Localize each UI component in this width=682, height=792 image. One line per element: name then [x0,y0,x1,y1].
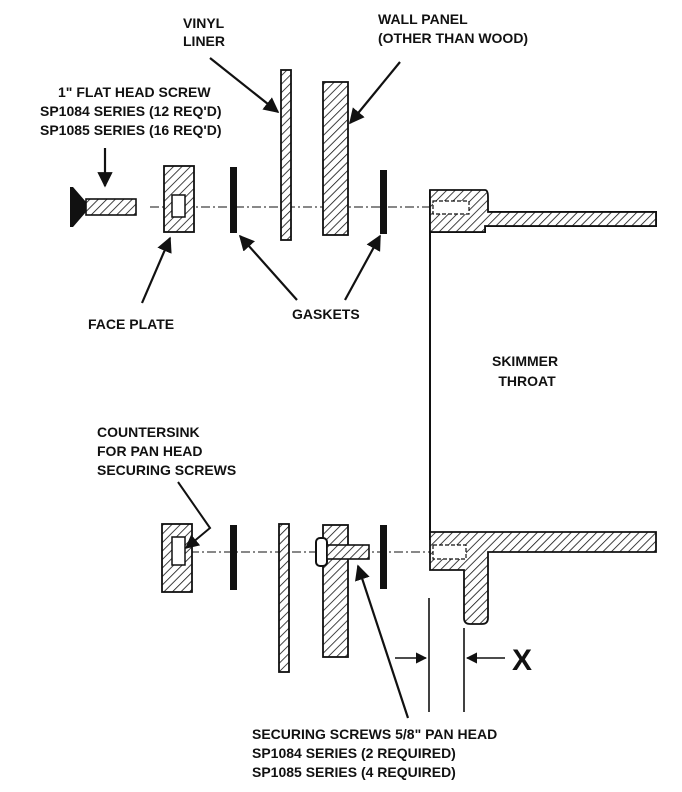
gasket-bottom-2 [380,525,387,589]
wall-panel-top [322,81,349,236]
label-flat-head-screw: 1" FLAT HEAD SCREW SP1084 SERIES (12 REQ… [40,84,225,138]
label-securing-screws: SECURING SCREWS 5/8" PAN HEAD SP1084 SER… [252,726,501,780]
label-face-plate: FACE PLATE [88,316,174,332]
leader-vinyl-liner [209,57,280,113]
label-wall-panel: WALL PANEL (OTHER THAN WOOD) [378,11,528,46]
leader-wall-panel [349,61,401,125]
leader-face-plate [140,236,172,304]
label-countersink: COUNTERSINK FOR PAN HEAD SECURING SCREWS [97,424,236,478]
label-skimmer-throat: SKIMMER THROAT [492,353,562,389]
skimmer-body-top [429,189,657,233]
vinyl-liner-bottom [278,523,290,673]
gasket-top-1 [230,167,237,233]
face-plate-bottom [161,523,193,593]
leader-securing-screws [355,564,410,719]
flat-head-screw [70,187,137,227]
label-gaskets: GASKETS [292,306,360,322]
gasket-top-2 [380,170,387,234]
pan-head-screw [315,537,370,567]
label-dimension-x: X [512,644,532,677]
skimmer-body-bottom [429,531,657,625]
face-plate-top [163,165,195,233]
dimension-x [395,598,505,712]
leader-countersink [177,481,212,549]
vinyl-liner-top [280,69,292,241]
gasket-bottom-1 [230,525,237,590]
label-vinyl-liner: VINYL LINER [183,15,228,49]
leader-gasket-1 [238,234,298,301]
leader-gasket-2 [344,234,381,301]
